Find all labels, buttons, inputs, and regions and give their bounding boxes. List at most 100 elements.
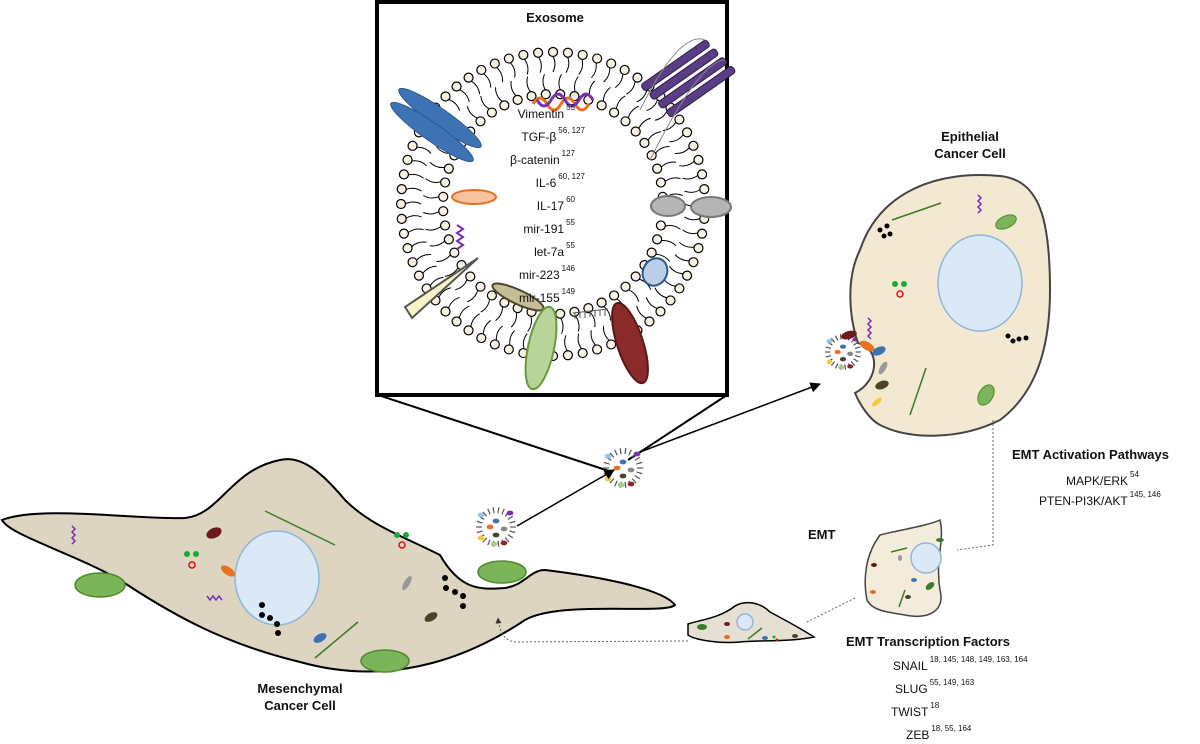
lipid-head — [440, 220, 451, 231]
exosome-icon-lipid — [624, 448, 627, 455]
lipid-tail — [678, 241, 695, 248]
lipid-tail — [458, 305, 470, 319]
lipid-tail — [662, 121, 677, 132]
exosome-icon-cargo — [847, 364, 854, 369]
lipid-head — [562, 47, 573, 58]
lipid-head — [396, 213, 407, 224]
lipid-head — [465, 271, 476, 282]
lipid-tail — [470, 80, 481, 95]
lipid-tail — [636, 89, 648, 103]
exosome-icon-lipid — [854, 346, 861, 350]
exosome-icon-cargo — [506, 510, 514, 516]
cargo-refs: 146 — [561, 264, 575, 273]
cargo-refs: 149 — [561, 287, 575, 296]
connector-emt-to-small — [804, 597, 856, 624]
lipid-head — [443, 234, 454, 245]
mesenchymal-cell-label: Mesenchymal Cancer Cell — [240, 680, 360, 714]
exosome-icon-cargo — [604, 453, 612, 459]
lipid-tail — [647, 131, 662, 141]
lipid-head — [646, 247, 657, 258]
green-protein — [524, 305, 558, 391]
transcription-title: EMT Transcription Factors — [846, 634, 1010, 649]
exosome-icon-cargo — [500, 540, 508, 546]
exosome-icon-cargo — [839, 357, 847, 362]
lipid-head — [486, 107, 497, 118]
exosome-icon-cargo — [847, 351, 854, 356]
gray-protein-2 — [690, 196, 732, 218]
lipid-head — [655, 306, 666, 317]
exosome-icon-cargo — [604, 476, 612, 482]
lipid-head — [693, 154, 704, 165]
exosome-icon-lipid — [482, 511, 488, 517]
exosome-icon-lipid — [492, 507, 495, 514]
lipid-head — [438, 191, 449, 202]
exosome-icon — [476, 507, 516, 547]
lipid-head — [402, 243, 413, 254]
exosome-icon-lipid — [609, 478, 615, 484]
lipid-head — [620, 281, 631, 292]
lipid-head — [486, 290, 497, 301]
lipid-tail — [664, 225, 681, 230]
lipid-tail — [577, 333, 583, 350]
lipid-tail — [626, 80, 636, 95]
lipid-head — [407, 140, 418, 151]
lipid-head — [596, 100, 607, 111]
lipid-tail — [404, 201, 422, 205]
exosome-icon-cargo — [492, 518, 500, 524]
lipid-tail — [664, 177, 681, 183]
lightblue-protein — [641, 257, 669, 287]
lipid-head — [503, 53, 514, 64]
cargo-name: TGF-β — [521, 130, 557, 144]
lipid-head — [451, 81, 462, 92]
lipid-tail — [602, 87, 611, 102]
lipid-tail — [565, 56, 570, 73]
lipid-tail — [480, 95, 490, 110]
lipid-head — [620, 116, 631, 127]
lipid-tail — [467, 289, 479, 303]
lipid-tail — [645, 297, 658, 310]
pathway-name: MAPK/ERK — [1066, 474, 1129, 488]
lipid-head — [463, 72, 474, 83]
exosome-icon-cargo — [633, 451, 641, 457]
cargo-refs: 60, 127 — [558, 172, 585, 181]
lipid-tail — [416, 146, 432, 154]
exosome-icon-lipid — [624, 481, 627, 488]
lipid-tail — [615, 95, 626, 110]
exosome-icon-lipid — [609, 452, 615, 458]
cargo-name: β-catenin — [510, 153, 560, 167]
exosome-icon-cargo — [619, 459, 627, 465]
darkred-protein — [611, 301, 649, 385]
exosome-icon-lipid — [628, 449, 632, 456]
exosome-icon-lipid — [501, 508, 505, 515]
lipid-tail — [669, 133, 684, 143]
lipid-head — [440, 306, 451, 317]
exosome-icon-cargo — [838, 365, 845, 370]
lipid-head — [696, 228, 708, 239]
lipid-head — [592, 53, 603, 64]
lipid-tail — [448, 98, 461, 111]
lipid-tail — [684, 216, 701, 221]
lipid-tail — [669, 265, 684, 275]
lipid-head — [407, 257, 418, 268]
exosome-icon-lipid — [834, 335, 839, 341]
exosome-icon-lipid — [614, 480, 618, 487]
lipid-head — [674, 114, 685, 125]
exosome-icon-cargo — [627, 481, 635, 487]
lipid-head — [652, 234, 663, 245]
lipid-tail — [422, 265, 437, 275]
epithelial-label-line1: Epithelial — [941, 129, 999, 144]
lipid-head — [632, 72, 643, 83]
exosome-icon-lipid — [634, 475, 641, 480]
lipid-head — [518, 49, 529, 61]
lipid-tail — [405, 215, 422, 219]
lipid-tail — [564, 335, 568, 352]
lipid-tail — [429, 276, 444, 287]
exosome-icon-lipid — [850, 361, 856, 366]
factor-refs: 18, 145, 148, 149, 163, 164 — [929, 655, 1028, 664]
pathway-refs: 145, 146 — [1129, 490, 1161, 499]
